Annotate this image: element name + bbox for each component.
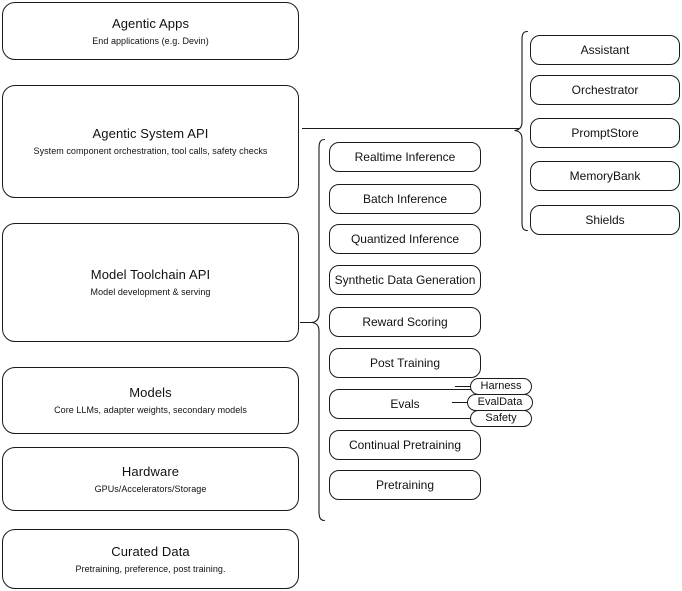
component-promptstore[interactable]: PromptStore <box>530 118 680 148</box>
component-continual-pretraining[interactable]: Continual Pretraining <box>329 430 481 460</box>
component-label: PromptStore <box>571 125 639 140</box>
layer-subtitle: End applications (e.g. Devin) <box>92 35 209 46</box>
layer-title: Curated Data <box>111 543 190 559</box>
component-pretraining[interactable]: Pretraining <box>329 470 481 500</box>
layer-subtitle: Pretraining, preference, post training. <box>75 563 226 574</box>
brace-toolchain <box>311 138 326 522</box>
connector-evals-harness <box>455 386 477 387</box>
component-label: Evals <box>390 396 420 411</box>
component-synthetic-data-generation[interactable]: Synthetic Data Generation <box>329 265 481 295</box>
layer-model-toolchain-api[interactable]: Model Toolchain API Model development & … <box>2 223 299 342</box>
component-label: Orchestrator <box>571 82 639 97</box>
connector-evals-safety <box>455 418 477 419</box>
component-shields[interactable]: Shields <box>530 205 680 235</box>
component-label: MemoryBank <box>569 168 641 183</box>
eval-pill-evaldata[interactable]: EvalData <box>467 394 533 411</box>
component-label: Assistant <box>580 42 630 57</box>
component-label: Batch Inference <box>362 191 448 206</box>
layer-title: Hardware <box>121 463 180 479</box>
component-label: Post Training <box>369 355 441 370</box>
component-label: Pretraining <box>375 477 435 492</box>
layer-title: Models <box>129 385 172 400</box>
connector-evals-evaldata <box>452 402 474 403</box>
brace-agentic-system <box>514 30 529 232</box>
layer-curated-data[interactable]: Curated Data Pretraining, preference, po… <box>2 529 299 589</box>
eval-pill-harness[interactable]: Harness <box>470 378 532 395</box>
component-batch-inference[interactable]: Batch Inference <box>329 184 481 214</box>
component-evals[interactable]: Evals <box>329 389 481 419</box>
eval-pill-label: EvalData <box>477 396 523 408</box>
component-label: Reward Scoring <box>362 314 448 329</box>
connector-agentic-system-to-components <box>302 128 519 129</box>
component-label: Realtime Inference <box>354 149 456 164</box>
layer-subtitle: Core LLMs, adapter weights, secondary mo… <box>54 405 247 415</box>
component-assistant[interactable]: Assistant <box>530 35 680 65</box>
component-post-training[interactable]: Post Training <box>329 348 481 378</box>
layer-agentic-apps[interactable]: Agentic Apps End applications (e.g. Devi… <box>2 2 299 60</box>
layer-title: Agentic Apps <box>111 15 190 31</box>
component-label: Continual Pretraining <box>348 437 462 452</box>
layer-subtitle: Model development & serving <box>90 287 211 297</box>
component-reward-scoring[interactable]: Reward Scoring <box>329 307 481 337</box>
layer-agentic-system-api[interactable]: Agentic System API System component orch… <box>2 85 299 198</box>
layer-hardware[interactable]: Hardware GPUs/Accelerators/Storage <box>2 447 299 511</box>
component-memorybank[interactable]: MemoryBank <box>530 161 680 191</box>
layer-title: Agentic System API <box>92 126 209 141</box>
eval-pill-label: Safety <box>485 412 517 424</box>
component-label: Synthetic Data Generation <box>334 272 476 287</box>
component-realtime-inference[interactable]: Realtime Inference <box>329 142 481 172</box>
component-orchestrator[interactable]: Orchestrator <box>530 75 680 105</box>
connector-toolchain-to-components <box>300 322 312 323</box>
eval-pill-safety[interactable]: Safety <box>470 410 532 427</box>
layer-subtitle: GPUs/Accelerators/Storage <box>94 483 207 494</box>
eval-pill-label: Harness <box>480 380 522 392</box>
component-label: Quantized Inference <box>350 231 460 246</box>
component-label: Shields <box>585 212 625 227</box>
component-quantized-inference[interactable]: Quantized Inference <box>329 224 481 254</box>
layer-subtitle: System component orchestration, tool cal… <box>33 146 268 156</box>
layer-title: Model Toolchain API <box>90 267 211 282</box>
layer-models[interactable]: Models Core LLMs, adapter weights, secon… <box>2 367 299 434</box>
